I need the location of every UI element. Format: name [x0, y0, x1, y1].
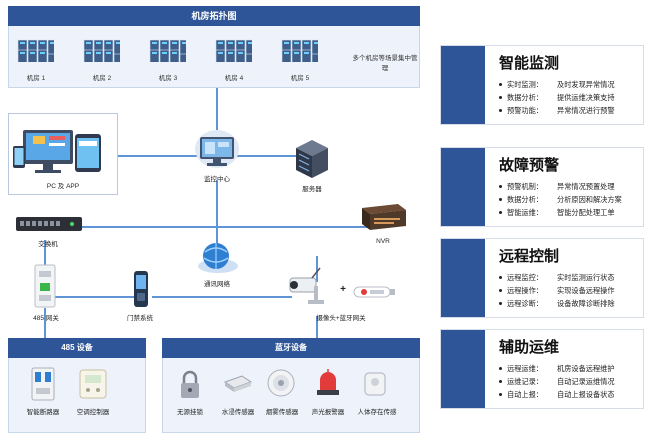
connector-line — [44, 308, 46, 338]
card-line: 自动上报：自动上报设备状态 — [499, 388, 615, 401]
water-sensor-icon — [223, 375, 253, 392]
device-bt-3: 声光报警器 — [311, 409, 345, 416]
card-title: 智能监测 — [499, 55, 560, 72]
room-label: 机房 4 — [224, 75, 244, 82]
card-line: 远程监控：实时监测运行状态 — [499, 271, 615, 284]
device-bt-2: 烟雾传感器 — [265, 409, 299, 416]
presence-sensor-icon — [364, 372, 386, 396]
smart-breaker-icon — [31, 367, 55, 401]
gateway485-icon — [34, 264, 56, 308]
panel-485-title: 485 设备 — [8, 338, 146, 358]
monitor-center-icon — [195, 130, 239, 168]
card-accent — [441, 330, 485, 408]
connector-line — [44, 296, 142, 298]
feature-card: 智能监测 实时监测：及时发现异常情况 数据分析：提供运维决策支持 预警功能：异常… — [440, 45, 644, 125]
server-rack-icon — [149, 39, 186, 62]
switch-icon — [16, 217, 82, 231]
network-label: 通讯网络 — [204, 281, 230, 288]
server-label: 服务器 — [302, 186, 322, 193]
card-line: 运维记录：自动记录运维情况 — [499, 375, 615, 388]
card-line: 数据分析：分析原因和解决方案 — [499, 193, 622, 206]
card-lines: 远程监控：实时监测运行状态 远程操作：实现设备远程操作 远程诊断：设备故障诊断排… — [499, 271, 615, 310]
bt-gateway-icon — [353, 286, 395, 298]
pc-app-label: PC 及 APP — [46, 183, 80, 190]
feature-card: 远程控制 远程监控：实时监测运行状态 远程操作：实现设备远程操作 远程诊断：设备… — [440, 238, 644, 318]
connector-line — [216, 88, 218, 136]
pc-app-box — [8, 113, 118, 195]
card-title: 远程控制 — [499, 248, 560, 265]
card-accent — [441, 239, 485, 317]
access-control-label: 门禁系统 — [127, 315, 153, 322]
connector-line — [316, 256, 318, 282]
connector-line — [152, 296, 292, 298]
connector-line — [118, 155, 200, 157]
server-rack-icon — [281, 39, 318, 62]
device-485-0: 智能断路器 — [26, 409, 60, 416]
card-lines: 实时监测：及时发现异常情况 数据分析：提供运维决策支持 预警功能：异常情况进行预… — [499, 78, 615, 117]
smoke-sensor-icon — [267, 369, 295, 397]
card-title: 辅助运维 — [499, 339, 560, 356]
card-title: 故障预警 — [499, 157, 560, 174]
server-icon — [296, 140, 328, 178]
card-lines: 远程运维：机房设备远程维护 运维记录：自动记录运维情况 自动上报：自动上报设备状… — [499, 362, 615, 401]
device-bt-0: 无源挂锁 — [177, 409, 203, 416]
padlock-icon — [181, 370, 199, 398]
card-line: 远程操作：实现设备远程操作 — [499, 284, 615, 297]
switch-label: 交换机 — [38, 241, 58, 248]
room-label: 机房 5 — [290, 75, 310, 82]
multi-room-label: 多个机房等场景集中管理 — [352, 55, 418, 72]
server-rack-icon — [17, 39, 54, 62]
feature-card: 故障预警 预警机制：异常情况预置处理 数据分析：分析原因和解决方案 智能运维：智… — [440, 147, 644, 227]
connector-line — [316, 316, 318, 338]
server-rack-icon — [83, 39, 120, 62]
camera-gateway-label: 摄像头+蓝牙网关 — [316, 315, 366, 322]
card-line: 预警功能：异常情况进行预警 — [499, 104, 615, 117]
feature-card: 辅助运维 远程运维：机房设备远程维护 运维记录：自动记录运维情况 自动上报：自动… — [440, 329, 644, 409]
card-line: 智能运维：智能分配处理工单 — [499, 206, 622, 219]
room-label: 机房 2 — [92, 75, 112, 82]
monitor-center-label: 监控中心 — [204, 176, 230, 183]
network-icon — [198, 243, 238, 273]
gateway485-label: 485 网关 — [33, 315, 59, 322]
connector-line — [230, 155, 300, 157]
alarm-icon — [317, 369, 339, 395]
room-label: 机房 1 — [26, 75, 46, 82]
nvr-label: NVR — [376, 238, 390, 245]
connector-line — [44, 240, 46, 268]
access-control-icon — [134, 271, 148, 307]
panel-bt-title: 蓝牙设备 — [162, 338, 420, 358]
camera-icon — [289, 267, 324, 304]
card-line: 远程运维：机房设备远程维护 — [499, 362, 615, 375]
device-bt-1: 水浸传感器 — [221, 409, 255, 416]
topology-title: 机房拓扑图 — [8, 6, 420, 26]
device-bt-4: 人体存在传感 — [357, 409, 397, 416]
card-line: 预警机制：异常情况预置处理 — [499, 180, 622, 193]
card-line: 数据分析：提供运维决策支持 — [499, 91, 615, 104]
card-accent — [441, 46, 485, 124]
ac-controller-icon — [79, 369, 107, 399]
card-lines: 预警机制：异常情况预置处理 数据分析：分析原因和解决方案 智能运维：智能分配处理… — [499, 180, 622, 219]
card-line: 实时监测：及时发现异常情况 — [499, 78, 615, 91]
pc-app-icon — [13, 130, 101, 173]
plus-sign: + — [340, 284, 346, 295]
server-rack-icon — [215, 39, 252, 62]
nvr-icon — [362, 204, 406, 230]
connector-line — [80, 226, 370, 228]
card-line: 远程诊断：设备故障诊断排除 — [499, 297, 615, 310]
room-label: 机房 3 — [158, 75, 178, 82]
card-accent — [441, 148, 485, 226]
device-485-1: 空调控制器 — [76, 409, 110, 416]
